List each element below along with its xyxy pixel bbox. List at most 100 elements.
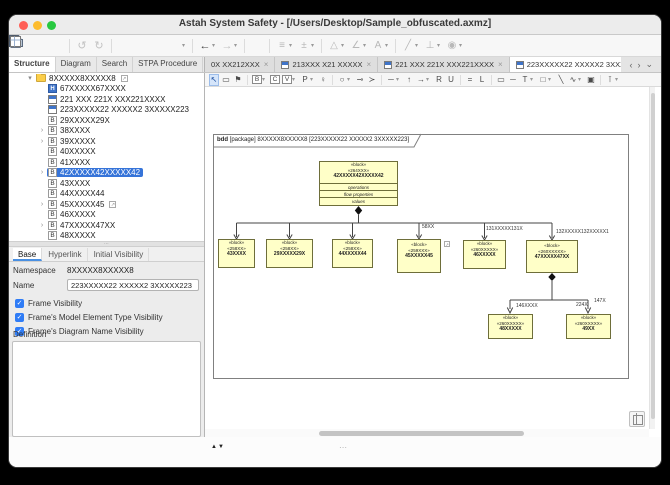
close-tab-icon[interactable]: × [366,60,372,69]
diagram-tab-1[interactable]: 0X XX212XXX × [205,57,276,72]
port-tool-icon[interactable]: P [302,75,308,84]
tree-item[interactable]: B 46XXXXX [9,210,204,221]
diagram-tab-4[interactable]: 223XXXXX22 XXXXX2 3XXXXX223 × [509,57,622,72]
block-node[interactable]: «block» «260XXXXX» 46XXXXX [463,240,506,269]
chevron-down-icon[interactable]: ▾ [28,75,32,83]
block-node[interactable]: «block» «258XX» 29XXXXX29X [266,239,313,268]
text-tool-icon[interactable]: T [522,75,528,84]
chevron-right-icon[interactable]: › [40,137,44,145]
note-tool-icon[interactable]: ▭ [497,75,505,84]
definition-textarea[interactable] [12,341,201,437]
line-shape-tool-icon[interactable]: ╲ [558,75,564,84]
frame-visibility-row[interactable]: ✓ Frame Visibility [15,297,203,309]
checkbox-checked-icon[interactable]: ✓ [15,298,24,308]
zoom-in-icon[interactable] [9,35,132,54]
angle-caret-icon[interactable]: ▾ [363,43,367,49]
edge-label[interactable]: 147X [594,298,606,304]
chevron-right-icon[interactable]: › [40,127,44,135]
tree-item[interactable]: › B 47XXXXX47XX [9,220,204,231]
tree-item[interactable]: › B 38XXXX [9,126,204,137]
tab-structure[interactable]: Structure [9,57,56,72]
rect-shape-caret-icon[interactable]: ▾ [548,77,552,83]
tab-hyperlink[interactable]: Hyperlink [43,248,88,261]
edge-label[interactable]: 58XX [422,224,435,230]
zoom-reset-icon[interactable] [9,35,166,54]
tree-item[interactable]: B 48XXXXX [9,231,204,242]
diagram-list-icon[interactable] [10,36,265,54]
tree-item[interactable]: 223XXXXX22 XXXXX2 3XXXXX223 [9,105,204,116]
navigate-forward-icon[interactable]: → [221,39,233,52]
tree-item[interactable]: B 29XXXXX29X [9,115,204,126]
interface-caret-icon[interactable]: ▾ [347,77,351,83]
value-type-tool-icon[interactable]: V [282,75,292,84]
constraint-block-tool-icon[interactable]: C [270,75,280,84]
curve-shape-caret-icon[interactable]: ▾ [578,77,582,83]
block-node[interactable]: «block» «260XXXXX» 48XXXXX [488,314,533,339]
note-anchor-tool-icon[interactable]: ─ [510,75,516,84]
tree-item[interactable]: B 44XXXXX44 [9,189,204,200]
tab-list-icon[interactable]: ⌄ [645,59,653,69]
association-caret-icon[interactable]: ▾ [396,77,400,83]
diagram-canvas[interactable]: bdd [package] 8XXXXX8XXXXX8 [223XXXXX22 … [205,87,655,437]
horizontal-scrollbar-thumb[interactable] [319,430,524,436]
chevron-right-icon[interactable]: › [40,221,44,229]
navigate-back-caret-icon[interactable]: ▾ [212,43,216,49]
tree-item-package[interactable]: ▾ 8XXXXX8XXXXX8 ↗ [9,73,204,84]
fit-view-caret-icon[interactable]: ▾ [182,43,186,49]
tab-scroll-right-icon[interactable]: › [637,59,641,70]
panel-collapse-controls[interactable]: ▲▼ [211,444,225,450]
value-type-caret-icon[interactable]: ▾ [292,77,296,83]
block-tool-caret-icon[interactable]: ▾ [262,77,266,83]
minimize-window-button[interactable] [33,21,42,30]
block-node[interactable]: «block» «258XX» 43XXXX [218,239,255,268]
tab-diagram[interactable]: Diagram [56,57,97,72]
diagram-tab-3[interactable]: 221 XXX 221X XXX221XXXX × [378,57,510,72]
tree-item[interactable]: 221 XXX 221X XXX221XXXX [9,94,204,105]
tab-initial-visibility[interactable]: Initial Visibility [89,248,150,261]
tree-item[interactable]: › B 45XXXXX45 ↗ [9,199,204,210]
panel-splitter[interactable]: ⋯ [9,241,204,247]
block-hyperlink-icon[interactable]: ↗ [444,241,450,247]
save-button[interactable] [9,35,65,54]
realization-tool-icon[interactable]: R [436,75,442,84]
zoom-window-button[interactable] [47,21,56,30]
valign-tool-icon[interactable]: ⊺ [607,75,613,84]
usage-tool-icon[interactable]: U [448,75,454,84]
close-tab-icon[interactable]: × [263,60,269,69]
tree-item[interactable]: B 40XXXXX [9,147,204,158]
anchor-caret-icon[interactable]: ▾ [437,43,441,49]
tab-search[interactable]: Search [97,57,134,72]
distribute-caret-icon[interactable]: ▾ [311,43,315,49]
redo-icon[interactable]: ↻ [94,40,104,52]
tree-item-selected[interactable]: › B 42XXXXX42XXXXX42 [9,168,204,179]
rect-shape-tool-icon[interactable]: □ [540,75,546,84]
open-file-button[interactable] [9,37,48,54]
valign-caret-icon[interactable]: ▾ [615,77,619,83]
model-element-type-visibility-row[interactable]: ✓ Frame's Model Element Type Visibility [15,311,203,323]
dependency-caret-icon[interactable]: ▾ [426,77,430,83]
font-tool-icon[interactable]: A [374,40,382,51]
collapse-up-icon[interactable]: ▲ [211,444,218,450]
close-window-button[interactable] [19,21,28,30]
edge-label[interactable]: 132XXXXX132XXXXX1 [556,229,609,235]
name-field[interactable] [67,279,199,291]
chevron-right-icon[interactable]: › [40,169,44,177]
align-caret-icon[interactable]: ▾ [289,43,293,49]
edge-label[interactable]: 131XXXXX131X [486,226,523,232]
undo-icon[interactable]: ↺ [77,40,87,52]
select-tool-icon[interactable]: ↖ [209,73,219,86]
dependency-tool-icon[interactable]: → [417,75,425,84]
pin-tool-icon[interactable]: ⚑ [234,75,242,84]
lollipop-tool-icon[interactable]: ⊸ [356,75,364,84]
line-style-caret-icon[interactable]: ▾ [415,43,419,49]
tree-item[interactable]: B 41XXXX [9,157,204,168]
close-tab-icon[interactable]: × [498,60,503,69]
line-style-icon[interactable]: ╱ [404,40,412,51]
zoom-out-icon[interactable] [9,35,149,54]
font-caret-icon[interactable]: ▾ [385,43,389,49]
block-tool-icon[interactable]: B [252,75,262,84]
distribute-tool-icon[interactable]: ± [301,40,307,51]
generalization-tool-icon[interactable]: ↑ [407,75,411,84]
horizontal-scrollbar[interactable] [205,429,649,437]
diagram-tab-2[interactable]: 213XXX X21 XXXXX × [275,57,379,72]
